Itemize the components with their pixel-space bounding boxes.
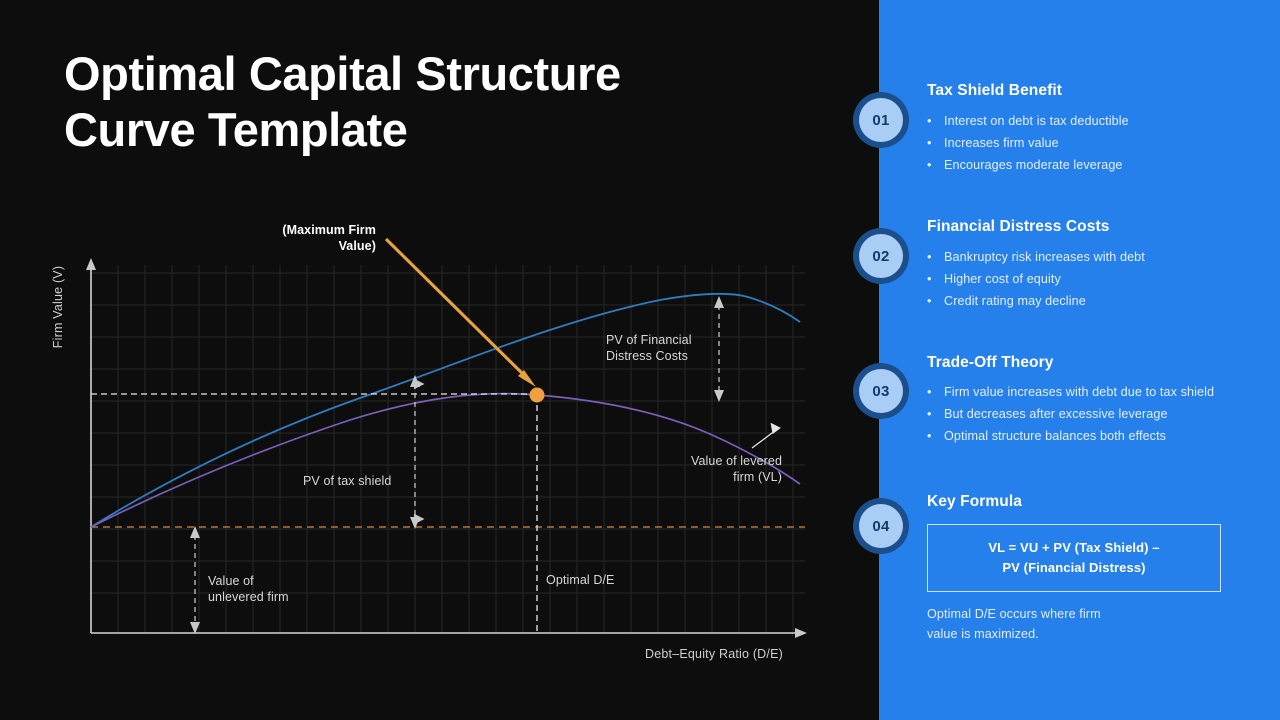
key-formula-box: VL = VU + PV (Tax Shield) – PV (Financia… [927,524,1221,592]
bullet-icon: • [927,114,932,128]
chart-axes [86,258,807,638]
key-formula-line-2: PV (Financial Distress) [1002,560,1146,575]
info-panel [879,0,1280,720]
bullet-icon: • [927,271,932,286]
panel-footnote-line-1: Optimal D/E occurs where firm [927,607,1101,621]
annotation-pv-distress-line-1: PV of Financial [606,333,692,347]
page-title-line-1: Optimal Capital Structure [64,47,621,100]
list-item: • But decreases after excessive leverage [927,404,1217,425]
panel-footnote-line-2: value is maximized. [927,627,1039,642]
list-item-label: Interest on debt is tax deductible [944,114,1129,128]
maximum-firm-value-arrowhead [518,370,536,387]
step-badge-02-number: 02 [859,234,903,278]
list-item-label: Credit rating may decline [944,293,1086,308]
capital-structure-chart [86,237,807,638]
step-badge-03-number: 03 [859,369,903,413]
annotation-pv-distress: PV of Financial Distress Costs [606,332,692,364]
bullet-icon: • [927,428,932,443]
chart-area: Firm Value (V) Debt–Equity Ratio (D/E) (… [51,222,807,661]
step-badge-04-number: 04 [859,504,903,548]
levered-with-tax-shield-curve [90,292,801,528]
unlevered-firm-arrowhead-down [190,622,200,634]
step-badge-01[interactable]: 01 [853,92,909,148]
unlevered-firm-arrowhead-up [190,526,200,538]
list-item-label: Higher cost of equity [944,271,1061,286]
chart-x-axis-label: Debt–Equity Ratio (D/E) [645,647,783,661]
annotation-levered-firm-line-1: Value of levered [690,454,782,468]
bullet-icon: • [927,385,932,399]
list-item: • Increases firm value [927,133,1227,154]
annotation-levered-firm-line-2: firm (VL) [733,470,782,484]
list-item-label: But decreases after excessive leverage [944,406,1168,421]
list-item: • Firm value increases with debt due to … [927,382,1217,403]
section-title-02: Financial Distress Costs [927,218,1110,235]
section-title-01: Tax Shield Benefit [927,82,1063,99]
section-bullets-01: • Interest on debt is tax deductible • I… [927,111,1227,176]
pv-distress-arrowhead-down [714,390,724,402]
bullet-icon: • [927,293,932,308]
step-badge-04[interactable]: 04 [853,498,909,554]
bullet-icon: • [927,250,932,264]
annotation-unlevered-firm-line-1: Value of [208,574,254,588]
annotation-maximum-firm-value-line-1: (Maximum Firm [282,223,376,237]
annotation-pv-tax-shield: PV of tax shield [303,474,392,488]
page-title-line-2: Curve Template [64,102,408,156]
annotation-levered-firm: Value of levered firm (VL) [655,453,782,485]
annotation-maximum-firm-value-line-2: Value) [338,239,376,254]
optimal-point-marker [529,387,545,403]
list-item-label: Optimal structure balances both effects [944,428,1167,443]
annotation-unlevered-firm-line-2: unlevered firm [208,590,289,604]
step-badge-03[interactable]: 03 [853,363,909,419]
list-item: • Interest on debt is tax deductible [927,111,1227,132]
list-item-label: Firm value increases with debt due to ta… [944,385,1215,399]
chart-gridlines [91,265,805,633]
panel-footnote: Optimal D/E occurs where firm value is m… [927,604,1197,644]
page-title: Optimal Capital Structure Curve Template [64,46,764,158]
list-item-label: Bankruptcy risk increases with debt [944,250,1145,264]
section-title-04: Key Formula [927,493,1022,510]
levered-firm-pointer [751,422,781,449]
list-item: • Optimal structure balances both effect… [927,426,1217,447]
section-bullets-03: • Firm value increases with debt due to … [927,382,1217,447]
step-badge-01-number: 01 [859,98,903,142]
bullet-icon: • [927,157,932,172]
list-item-label: Encourages moderate leverage [944,157,1123,172]
list-item: • Credit rating may decline [927,291,1227,312]
pv-tax-shield-arrowhead-up [410,375,420,387]
pv-distress-arrowhead-up [714,296,724,308]
annotation-pv-distress-line-2: Distress Costs [606,349,688,363]
section-bullets-02: • Bankruptcy risk increases with debt • … [927,247,1227,312]
step-badge-02[interactable]: 02 [853,228,909,284]
list-item: • Encourages moderate leverage [927,155,1227,176]
list-item: • Higher cost of equity [927,269,1227,290]
chart-y-axis-label: Firm Value (V) [51,265,65,349]
annotation-optimal-de: Optimal D/E [546,573,615,587]
annotation-maximum-firm-value: (Maximum Firm Value) [234,222,376,255]
pv-tax-shield-arrowhead-down [410,517,420,529]
bullet-icon: • [927,135,932,150]
annotation-unlevered-firm: Value of unlevered firm [208,573,289,605]
key-formula-line-1: VL = VU + PV (Tax Shield) – [988,539,1160,555]
list-item-label: Increases firm value [944,135,1059,150]
maximum-firm-value-arrow [384,237,530,381]
section-title-03: Trade-Off Theory [927,354,1054,371]
list-item: • Bankruptcy risk increases with debt [927,247,1227,268]
bullet-icon: • [927,406,932,421]
